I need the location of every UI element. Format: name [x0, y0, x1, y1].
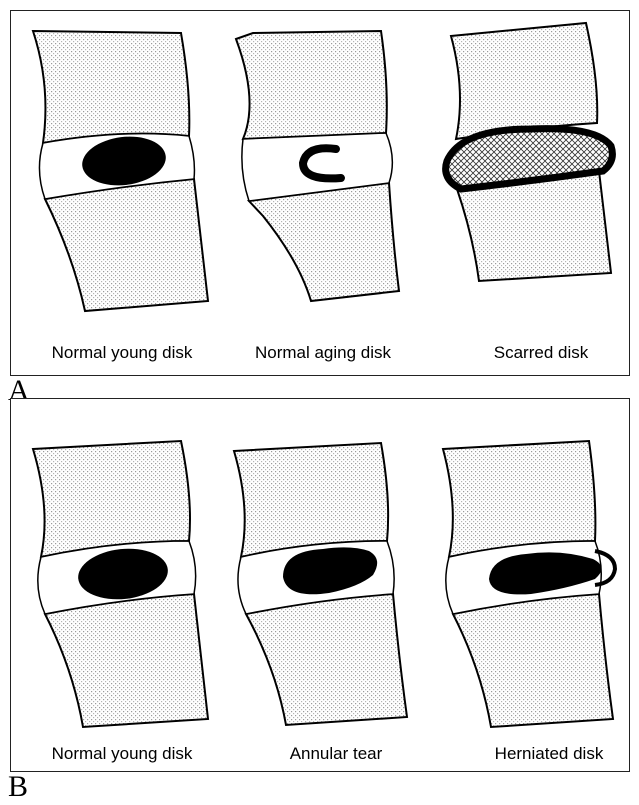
- panel-b-drawing: [11, 399, 631, 773]
- vertebra-a1: [33, 31, 208, 311]
- vertebra-b2: [234, 443, 407, 725]
- vertebra-a3: [446, 23, 613, 281]
- panel-a: [10, 10, 630, 376]
- caption-a2: Normal aging disk: [255, 343, 391, 363]
- caption-a3: Scarred disk: [494, 343, 588, 363]
- vertebra-a2: [236, 31, 399, 301]
- caption-a1: Normal young disk: [52, 343, 193, 363]
- panel-b: [10, 398, 630, 772]
- panel-a-drawing: [11, 11, 631, 377]
- vertebra-b1: [33, 441, 208, 727]
- caption-b3: Herniated disk: [495, 744, 604, 764]
- panel-label-b: B: [8, 772, 28, 802]
- caption-b2: Annular tear: [290, 744, 383, 764]
- vertebra-b3: [443, 441, 615, 727]
- caption-b1: Normal young disk: [52, 744, 193, 764]
